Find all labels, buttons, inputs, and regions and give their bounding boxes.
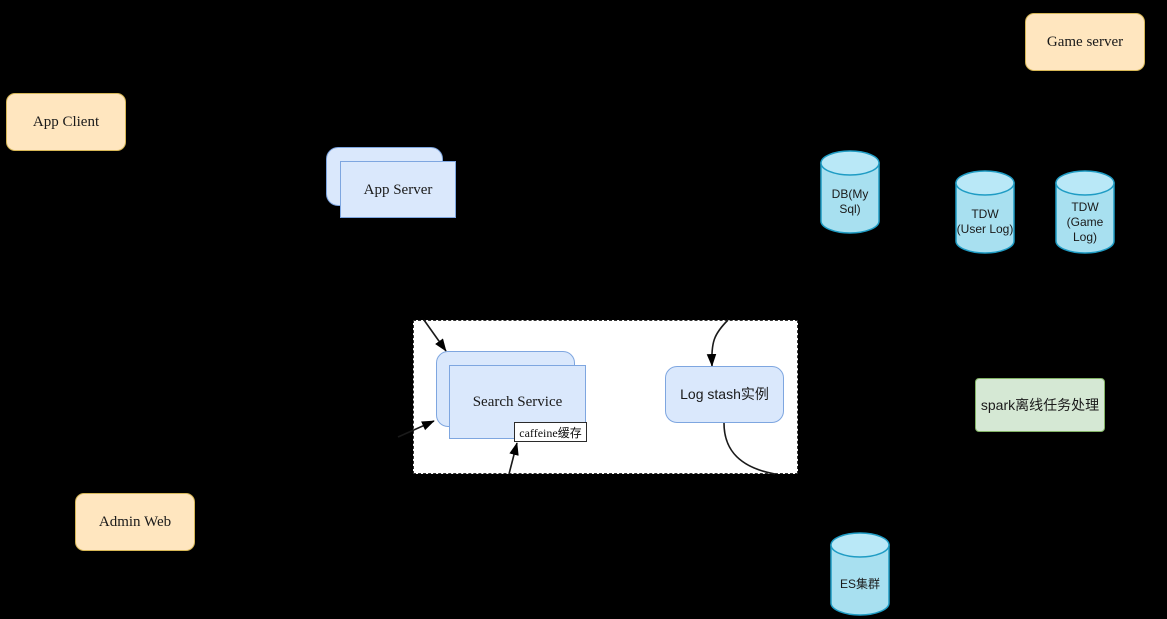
node-caffeine-cache[interactable]: caffeine缓存 — [514, 422, 587, 442]
cylinder-shape-icon — [1055, 170, 1115, 254]
cylinder-shape-icon — [820, 150, 880, 234]
node-db-mysql[interactable]: DB(My Sql) — [820, 150, 880, 234]
node-log-stash[interactable]: Log stash实例 — [665, 366, 784, 423]
node-game-server-label: Game server — [1046, 34, 1124, 50]
node-spark-job[interactable]: spark离线任务处理 — [975, 378, 1105, 432]
node-app-server-front-card[interactable]: App Server — [340, 161, 456, 218]
node-search-service-label: Search Service — [472, 394, 563, 410]
node-app-server[interactable]: App Server — [326, 147, 456, 218]
cylinder-shape-icon — [955, 170, 1015, 254]
node-tdw-game-log[interactable]: TDW (Game Log) — [1055, 170, 1115, 254]
node-app-client[interactable]: App Client — [6, 93, 126, 151]
cylinder-shape-icon — [830, 532, 890, 616]
node-caffeine-cache-label: caffeine缓存 — [519, 425, 582, 440]
node-log-stash-label: Log stash实例 — [680, 386, 769, 403]
node-admin-web-label: Admin Web — [98, 514, 172, 530]
node-tdw-user-log[interactable]: TDW (User Log) — [955, 170, 1015, 254]
node-spark-job-label: spark离线任务处理 — [980, 396, 1100, 413]
node-admin-web[interactable]: Admin Web — [75, 493, 195, 551]
node-app-client-label: App Client — [32, 114, 100, 130]
node-app-server-label: App Server — [363, 181, 433, 198]
node-es-cluster[interactable]: ES集群 — [830, 532, 890, 616]
node-game-server[interactable]: Game server — [1025, 13, 1145, 71]
